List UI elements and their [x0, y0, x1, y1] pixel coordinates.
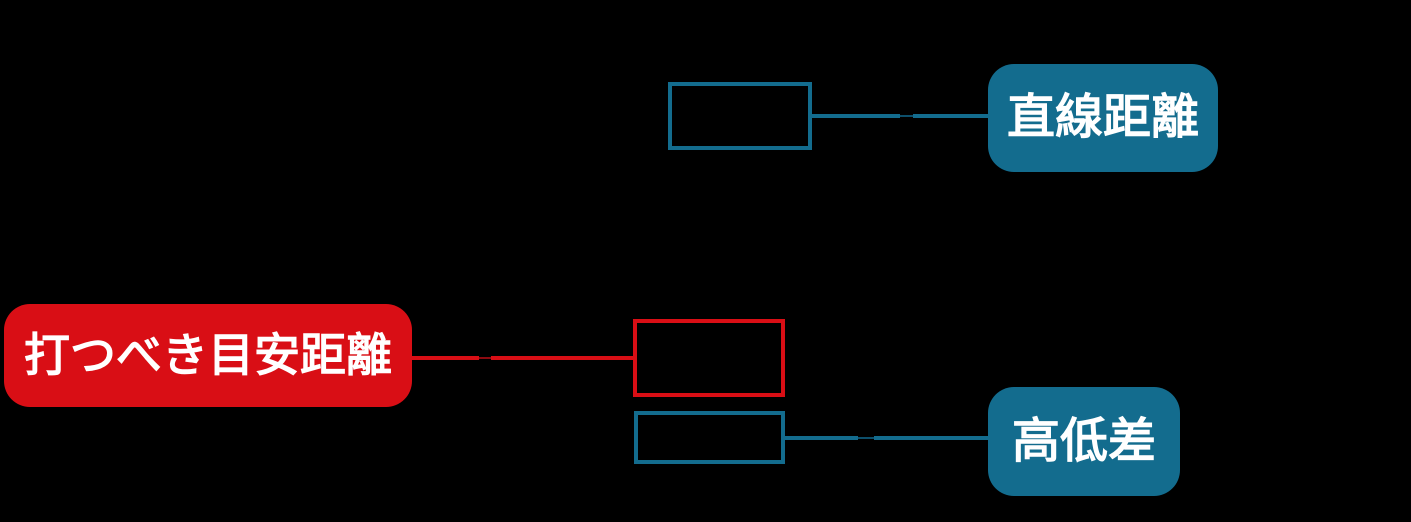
straight-distance-connector	[812, 114, 988, 118]
straight-distance-label: 直線距離	[988, 64, 1218, 172]
straight-distance-value-box	[668, 82, 812, 150]
straight-distance-label-text: 直線距離	[1006, 91, 1199, 144]
connector-joint	[858, 436, 874, 440]
target-distance-label-text: 打つべき目安距離	[24, 329, 392, 381]
target-distance-connector	[412, 356, 633, 360]
connector-joint	[900, 114, 913, 118]
connector-joint	[479, 356, 491, 360]
target-distance-label: 打つべき目安距離	[4, 304, 412, 407]
target-distance-value-box	[633, 319, 785, 397]
elevation-connector	[785, 436, 988, 440]
elevation-value-box	[634, 411, 785, 464]
elevation-label-text: 高低差	[1011, 414, 1156, 468]
elevation-label: 高低差	[988, 387, 1180, 496]
